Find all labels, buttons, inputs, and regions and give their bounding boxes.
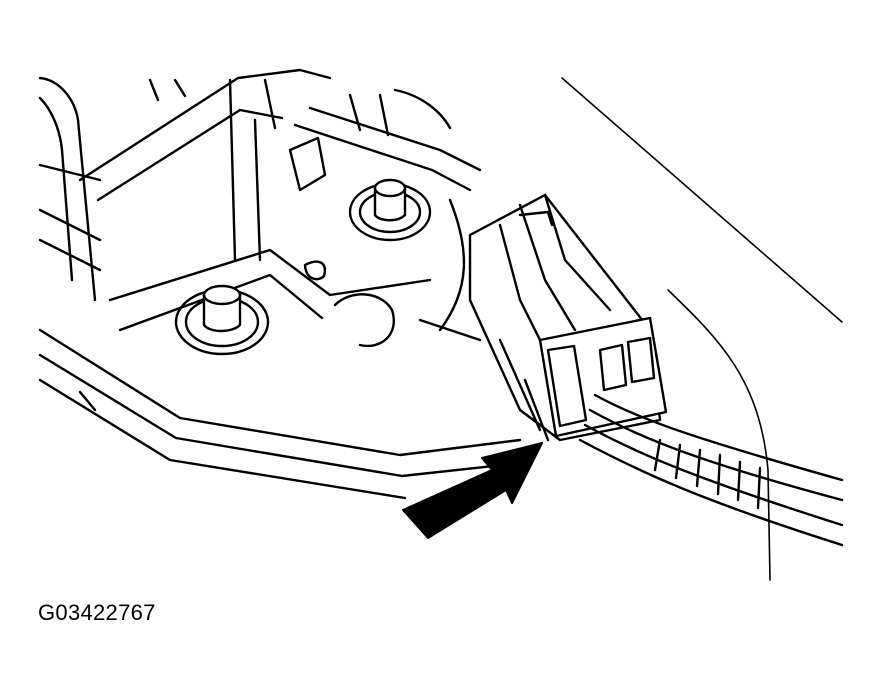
wiring-harness: [578, 393, 844, 547]
boundary-line: [561, 77, 843, 581]
pointer-arrow: [402, 442, 543, 539]
mounting-bracket: [38, 68, 532, 500]
electrical-connector: [468, 193, 668, 442]
figure-id-label: G03422767: [38, 600, 156, 625]
bolt-lower: [174, 284, 270, 356]
bolt-upper: [348, 178, 432, 242]
